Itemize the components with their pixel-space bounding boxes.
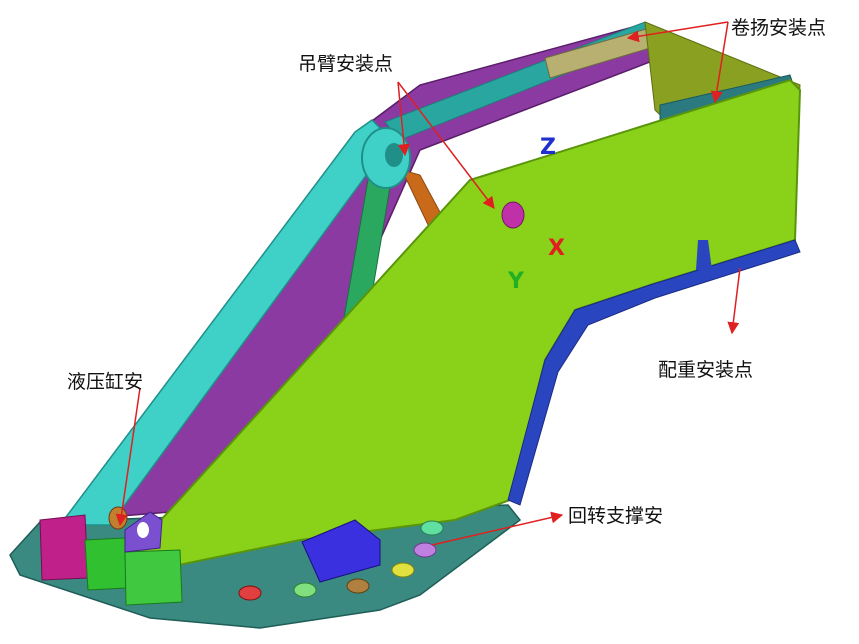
label-winch-mount: 卷扬安装点 (731, 17, 826, 39)
arrow-winch-2 (710, 21, 729, 104)
arrow-slewing (431, 511, 564, 546)
arrow-winch-1 (626, 21, 729, 43)
arrow-boom-1 (397, 81, 410, 157)
bottom-flange (507, 239, 801, 506)
cylinder-mount-hole (137, 522, 149, 538)
label-counterweight-mount: 配重安装点 (658, 359, 753, 381)
label-boom-mount: 吊臂安装点 (298, 53, 393, 75)
label-slewing-mount: 回转支撑安 (568, 505, 663, 527)
stiffener-rib (696, 240, 712, 270)
boom-mount-hole (501, 201, 525, 229)
front-block-magenta (39, 514, 89, 581)
bolt-mint (420, 520, 444, 536)
bolt-bronze (346, 578, 370, 594)
axis-z-label: Z (540, 135, 556, 160)
cylinder-pin (108, 506, 128, 530)
front-block-green-2 (124, 549, 183, 606)
boom-pivot-hole (385, 143, 403, 167)
arrow-counterweight (727, 267, 741, 335)
label-cylinder-mount: 液压缸安 (67, 371, 143, 393)
arrow-cylinder (115, 387, 141, 527)
bolt-yellow (391, 562, 415, 578)
axis-x-label: X (548, 236, 565, 261)
bolt-light-green (293, 582, 317, 598)
arrow-boom-2 (397, 81, 495, 209)
front-block-green-1 (84, 537, 127, 591)
bolt-red (238, 585, 262, 601)
bolt-lavender (413, 542, 437, 558)
axis-y-label: Y (507, 269, 525, 294)
slewing-wedge-block (301, 519, 381, 583)
